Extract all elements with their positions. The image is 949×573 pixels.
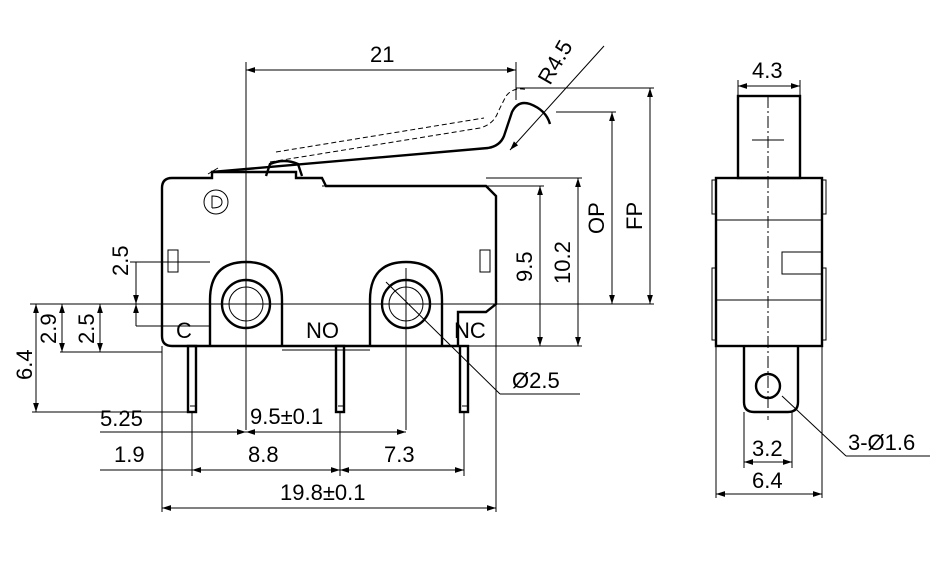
orientation-mark-icon	[203, 189, 229, 215]
side-actuator	[736, 94, 802, 180]
dim-8-8: 8.8	[248, 442, 279, 467]
dim-holes: 3-Ø1.6	[848, 430, 915, 455]
dim-9-5-tol: 9.5±0.1	[250, 404, 323, 429]
dim-hole-dia: Ø2.5	[512, 368, 560, 393]
side-slot	[781, 251, 823, 275]
lever-raised-edge	[275, 117, 485, 153]
dim-10-2: 10.2	[550, 241, 575, 284]
dim-7-3: 7.3	[384, 442, 415, 467]
dim-width: 19.8±0.1	[280, 480, 365, 505]
leader-hole	[385, 281, 501, 395]
terminal-label-c: C	[176, 318, 192, 343]
dim-fp: FP	[622, 202, 647, 230]
leader-holes	[781, 395, 847, 457]
plunger	[264, 159, 304, 177]
dim-1-9: 1.9	[114, 442, 145, 467]
side-body	[714, 176, 824, 348]
dim-4-3: 4.3	[752, 58, 783, 83]
lever-raised-position	[269, 88, 529, 163]
dim-3-2: 3.2	[752, 436, 783, 461]
dim-r45: R4.5	[533, 36, 578, 89]
lever-pivot-mark	[207, 167, 219, 175]
terminal-label-nc: NC	[454, 318, 486, 343]
side-view: 4.3 3.2 6.4 3-Ø1.6	[711, 58, 930, 498]
dim-op: OP	[584, 202, 609, 234]
dim-side-6-4: 6.4	[752, 468, 783, 493]
dim-2-5-left: 2.5	[74, 313, 99, 344]
dim-9-5: 9.5	[512, 251, 537, 282]
terminal-label-no: NO	[306, 318, 339, 343]
terminal-no-pin	[334, 344, 346, 414]
lever-actuator	[211, 101, 552, 174]
dim-6-4: 6.4	[12, 349, 37, 380]
side-terminal-tab	[742, 346, 800, 414]
leader-r45	[509, 45, 605, 151]
switch-body-outline	[160, 170, 498, 348]
dim-2-9: 2.9	[36, 313, 61, 344]
body-slot-left	[167, 249, 179, 273]
terminal-c-pin	[186, 344, 198, 414]
front-view: C NO NC 21 R4.5 FP OP 10.2 9.5	[12, 36, 654, 512]
dim-2-5-top: 2.5	[108, 245, 133, 276]
dim-21: 21	[370, 42, 394, 67]
body-slot-right	[479, 249, 491, 273]
dim-5-25: 5.25	[100, 406, 143, 431]
